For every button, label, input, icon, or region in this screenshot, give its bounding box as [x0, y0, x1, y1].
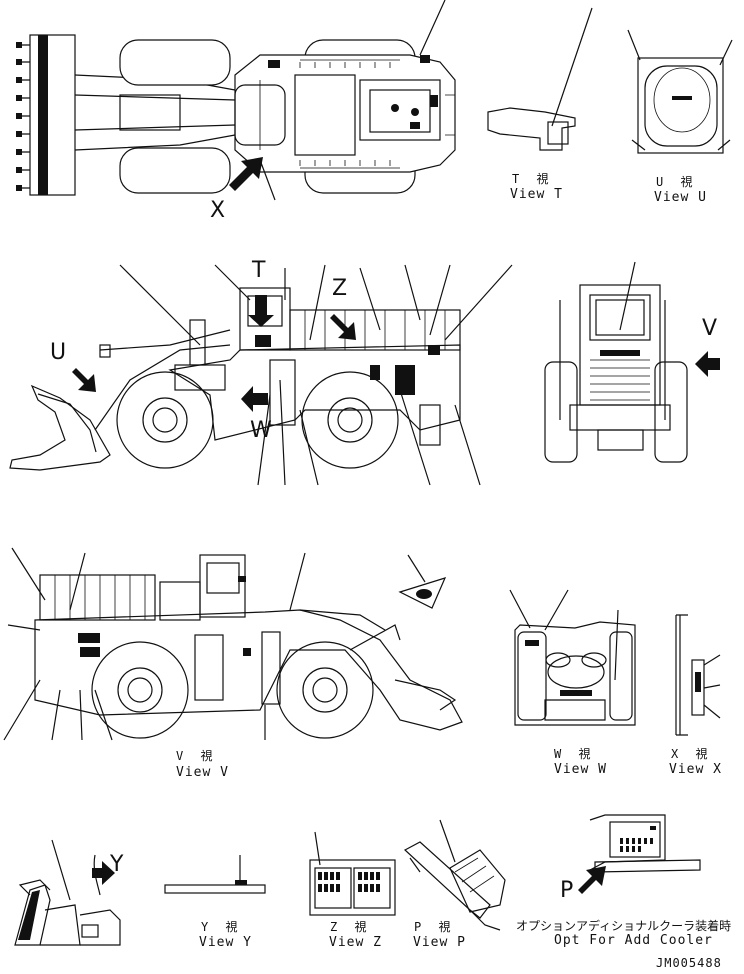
arrow-label-w: W [250, 418, 272, 443]
arrow-label-u: U [50, 340, 67, 365]
view-t-en: View T [510, 187, 563, 202]
loader-side-view-1 [9, 264, 513, 486]
arrow-label-p: P [560, 878, 574, 903]
view-p-en: View P [413, 935, 466, 950]
view-x-jp: X 視 [671, 747, 713, 761]
view-u-en: View U [654, 190, 707, 205]
view-p-jp: P 視 [414, 920, 456, 934]
view-v-jp: V 視 [176, 749, 218, 763]
view-u-jp: U 視 [656, 175, 698, 189]
option-cooler-part [578, 814, 701, 894]
view-u-part [627, 29, 733, 154]
arrow-label-t: T [252, 258, 266, 283]
view-y-part [164, 855, 266, 894]
view-w-part [509, 589, 636, 726]
arrow-label-z: Z [332, 276, 348, 301]
view-z-jp: Z 視 [330, 920, 372, 934]
view-y-en: View Y [199, 935, 252, 950]
view-v-en: View V [176, 765, 229, 780]
loader-side-view-2 [3, 547, 463, 741]
option-note-en: Opt For Add Cooler [554, 933, 713, 948]
view-t-part [487, 7, 593, 151]
arrow-label-y: Y [110, 852, 124, 877]
view-t-jp: T 視 [512, 172, 554, 186]
view-z-en: View Z [329, 935, 382, 950]
view-y-jp: Y 視 [201, 920, 243, 934]
view-w-en: View W [554, 762, 607, 777]
view-z-part [309, 831, 396, 916]
view-x-en: View X [669, 762, 722, 777]
view-w-jp: W 視 [554, 747, 596, 761]
view-p-part [403, 819, 506, 931]
option-note-jp: オプションアディショナルクーラ装着時 [516, 919, 732, 933]
loader-front-view [544, 261, 720, 463]
triangle-decal [398, 554, 447, 609]
bucket-teeth [16, 42, 30, 191]
arrow-label-v: V [702, 316, 718, 341]
loader-top-view [16, 0, 456, 201]
arrow-label-x: X [210, 198, 226, 223]
view-y-detail [14, 839, 121, 946]
drawing-number: JM005488 [656, 956, 722, 970]
view-x-part [675, 614, 721, 736]
